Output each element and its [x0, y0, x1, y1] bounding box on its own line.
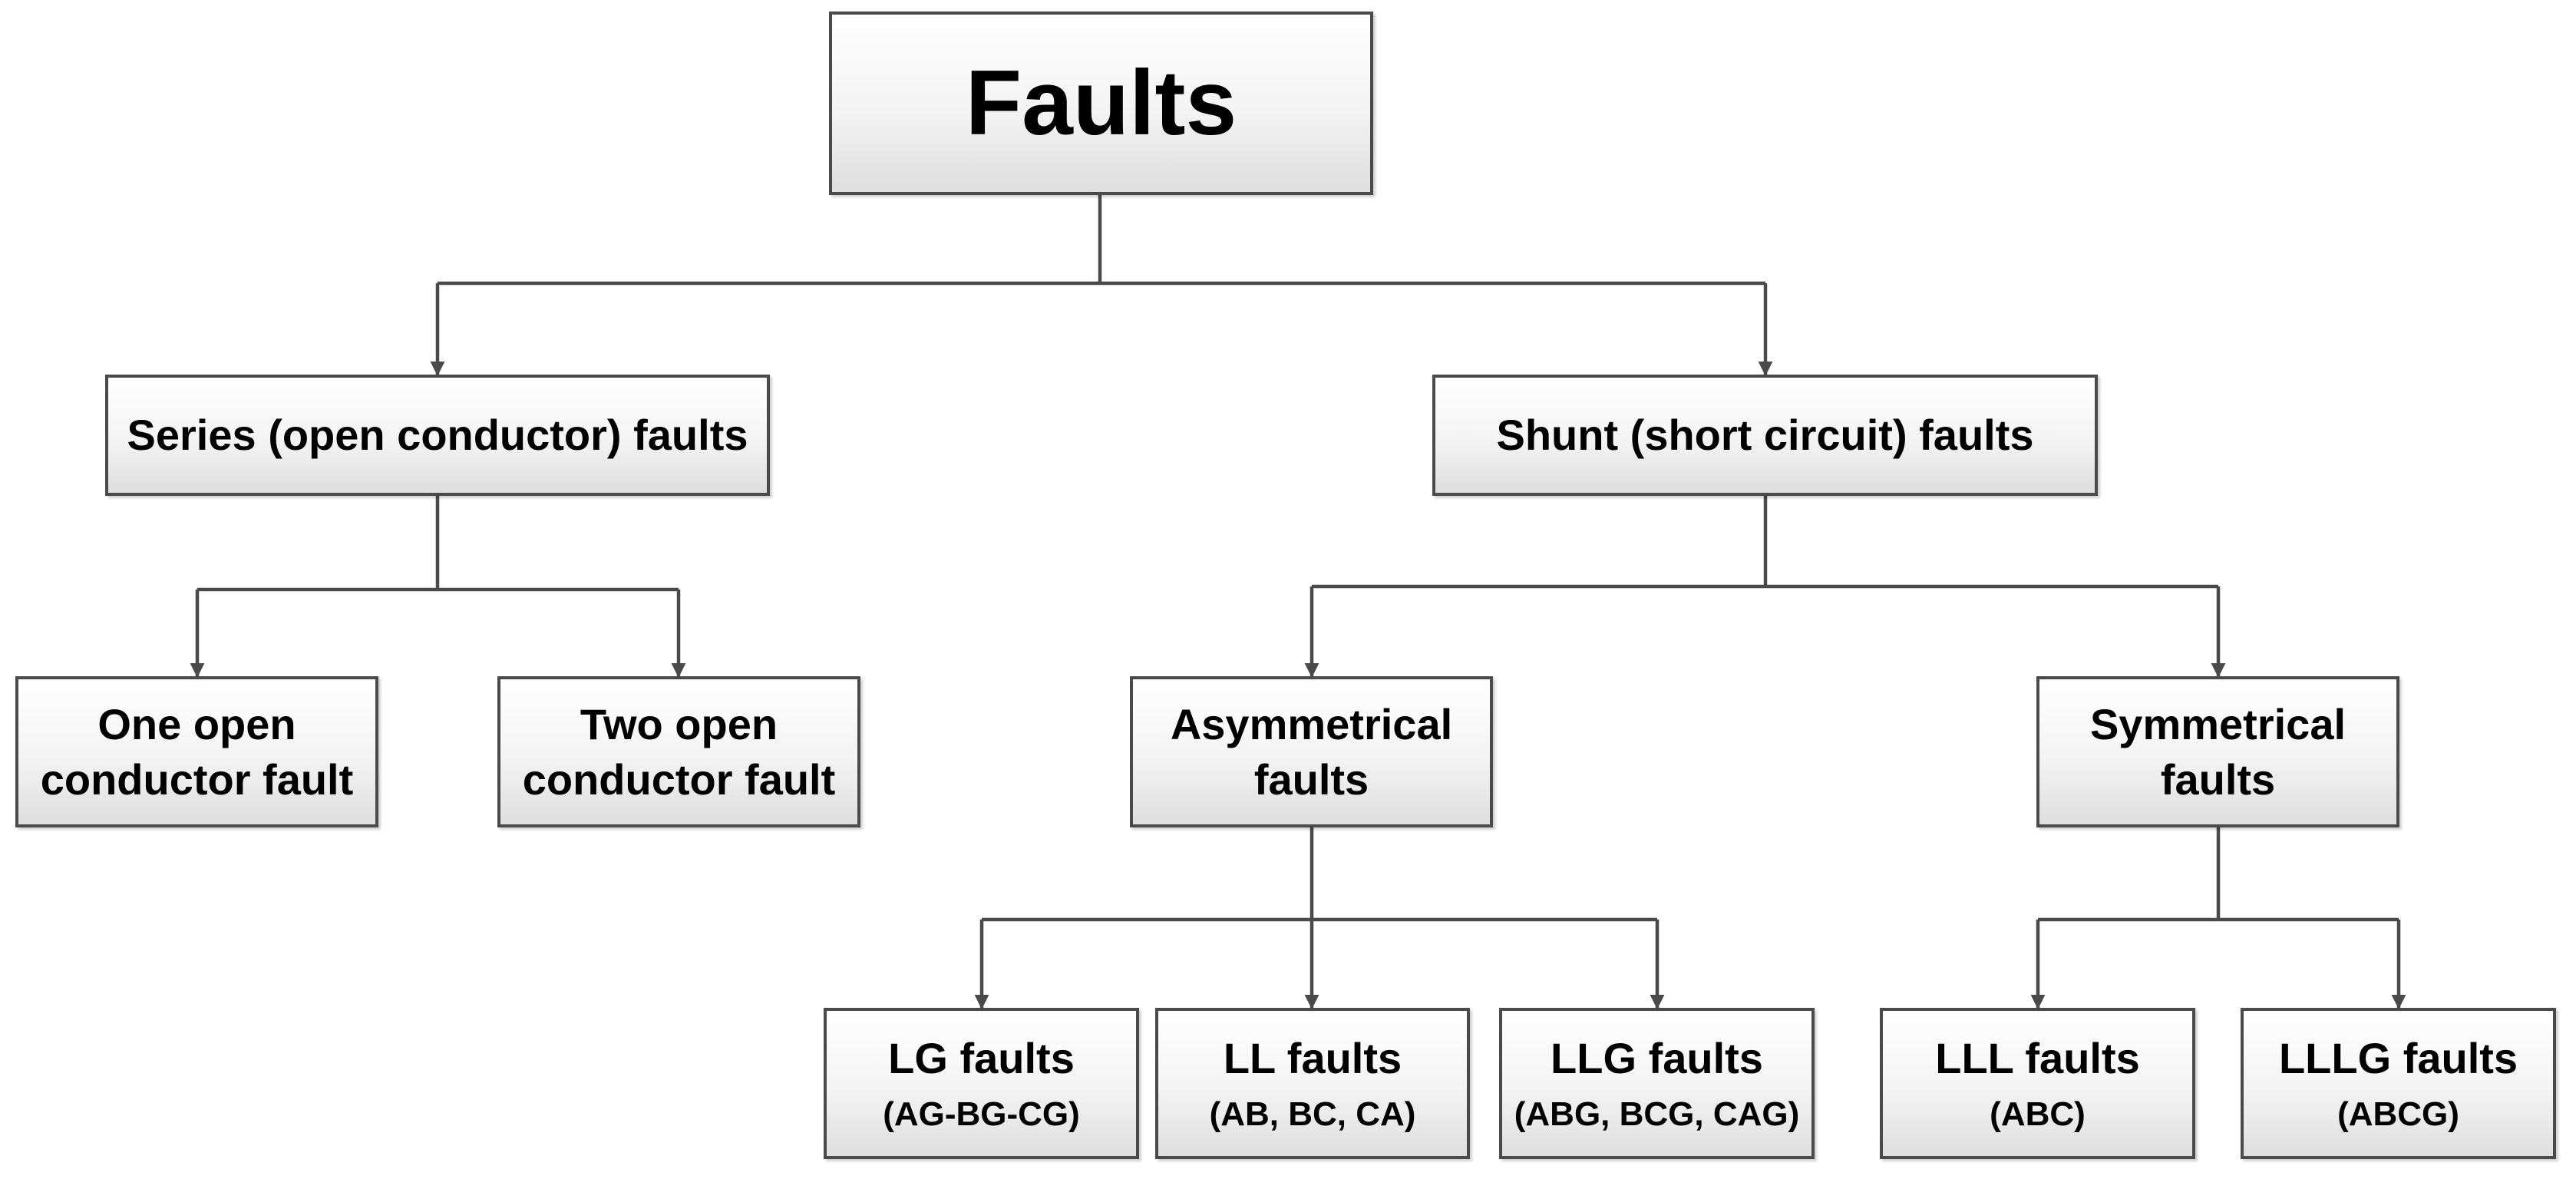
node-shunt-faults: Shunt (short circuit) faults	[1432, 375, 2098, 496]
node-ll-faults-title: LL faults	[1223, 1033, 1402, 1082]
node-lllg-faults-title: LLLG faults	[2278, 1033, 2518, 1082]
node-ll-faults: LL faults (AB, BC, CA)	[1155, 1008, 1470, 1159]
node-lll-faults-title: LLL faults	[1935, 1033, 2140, 1082]
node-two-open-conductor-fault-label: Two open conductor fault	[522, 699, 836, 804]
node-llg-faults-title: LLG faults	[1551, 1033, 1763, 1082]
node-one-open-conductor-fault: One open conductor fault	[15, 676, 378, 827]
node-lg-faults-title: LG faults	[888, 1033, 1075, 1082]
node-lllg-faults-sub: (ABCG)	[2337, 1095, 2459, 1134]
node-series-faults-label: Series (open conductor) faults	[127, 411, 748, 460]
node-llg-faults-sub: (ABG, BCG, CAG)	[1514, 1095, 1800, 1134]
node-lg-faults-sub: (AG-BG-CG)	[883, 1095, 1080, 1134]
node-faults: Faults	[829, 12, 1373, 195]
node-lll-faults-sub: (ABC)	[1990, 1095, 2086, 1134]
node-llg-faults: LLG faults (ABG, BCG, CAG)	[1499, 1008, 1815, 1159]
node-lllg-faults: LLLG faults (ABCG)	[2241, 1008, 2556, 1159]
node-symmetrical-faults-label: Symmetrical faults	[2089, 699, 2346, 804]
node-asymmetrical-faults: Asymmetrical faults	[1130, 676, 1493, 827]
node-lg-faults: LG faults (AG-BG-CG)	[824, 1008, 1139, 1159]
node-faults-label: Faults	[965, 51, 1237, 154]
node-ll-faults-sub: (AB, BC, CA)	[1209, 1095, 1416, 1134]
node-lll-faults: LLL faults (ABC)	[1880, 1008, 2195, 1159]
node-two-open-conductor-fault: Two open conductor fault	[497, 676, 860, 827]
node-series-faults: Series (open conductor) faults	[105, 375, 770, 496]
node-one-open-conductor-fault-label: One open conductor fault	[40, 699, 354, 804]
node-shunt-faults-label: Shunt (short circuit) faults	[1496, 411, 2034, 460]
node-asymmetrical-faults-label: Asymmetrical faults	[1170, 699, 1453, 804]
node-symmetrical-faults: Symmetrical faults	[2036, 676, 2399, 827]
